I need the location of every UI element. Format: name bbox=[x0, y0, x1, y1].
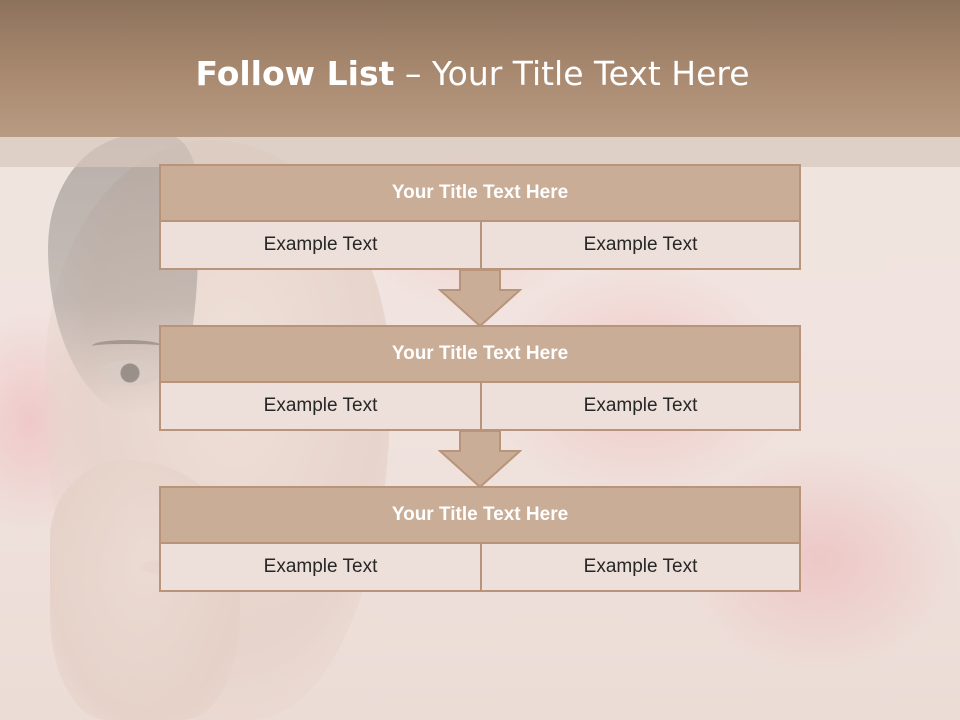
title-bar bbox=[0, 0, 960, 137]
list-block-3: Your Title Text Here Example Text Exampl… bbox=[159, 486, 801, 592]
title-bar-band bbox=[0, 137, 960, 167]
eye-shape bbox=[100, 360, 160, 386]
slide-title: Follow List – Your Title Text Here bbox=[0, 54, 945, 93]
slide-title-rest: – Your Title Text Here bbox=[394, 54, 750, 93]
block-cell-right: Example Text bbox=[482, 544, 799, 590]
block-cell-left: Example Text bbox=[161, 383, 482, 429]
list-block-1: Your Title Text Here Example Text Exampl… bbox=[159, 164, 801, 270]
block-cell-right: Example Text bbox=[482, 222, 799, 268]
slide-title-bold: Follow List bbox=[195, 54, 395, 93]
list-block-2: Your Title Text Here Example Text Exampl… bbox=[159, 325, 801, 431]
down-arrow-icon bbox=[438, 431, 522, 489]
down-arrow-icon bbox=[438, 270, 522, 328]
block-cell-right: Example Text bbox=[482, 383, 799, 429]
block-cell-left: Example Text bbox=[161, 544, 482, 590]
block-title: Your Title Text Here bbox=[161, 166, 799, 222]
block-title: Your Title Text Here bbox=[161, 488, 799, 544]
eyebrow-shape bbox=[92, 340, 162, 352]
block-title: Your Title Text Here bbox=[161, 327, 799, 383]
block-cell-left: Example Text bbox=[161, 222, 482, 268]
